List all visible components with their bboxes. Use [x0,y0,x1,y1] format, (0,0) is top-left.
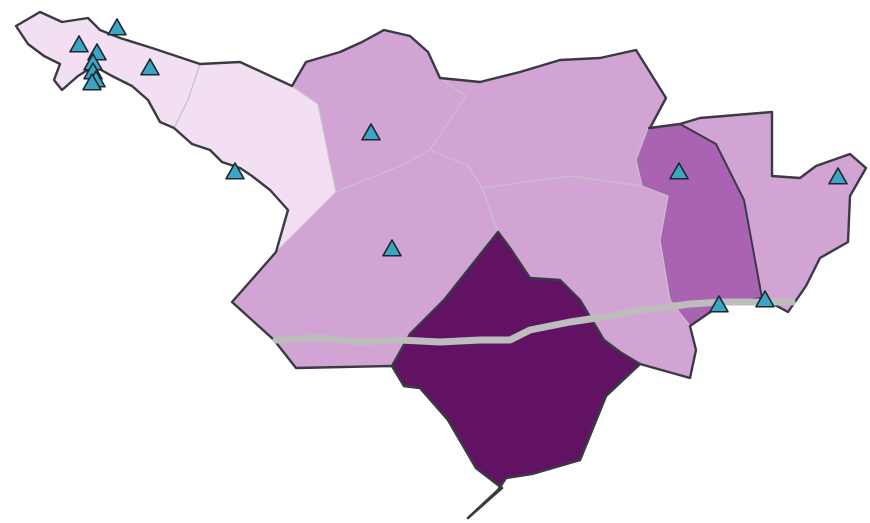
triangle-icon[interactable] [69,35,89,53]
triangle-icon[interactable] [140,58,160,76]
triangle-icon[interactable] [669,162,689,180]
triangle-icon[interactable] [382,239,402,257]
triangle-icon[interactable] [828,167,848,185]
markers-layer [69,18,848,313]
region-northwest-strip[interactable] [15,11,201,129]
triangle-icon[interactable] [709,295,729,313]
study-area-outline [14,10,868,520]
triangle-icon[interactable] [107,18,127,36]
south-region-outline [390,230,642,520]
triangle-icon[interactable] [755,290,775,308]
triangle-icon[interactable] [225,162,245,180]
triangle-icon[interactable] [361,123,381,141]
highway-line [272,298,796,346]
regions-layer [15,11,867,519]
triangle-icon[interactable] [82,73,102,91]
east-inner-outline [647,123,763,299]
